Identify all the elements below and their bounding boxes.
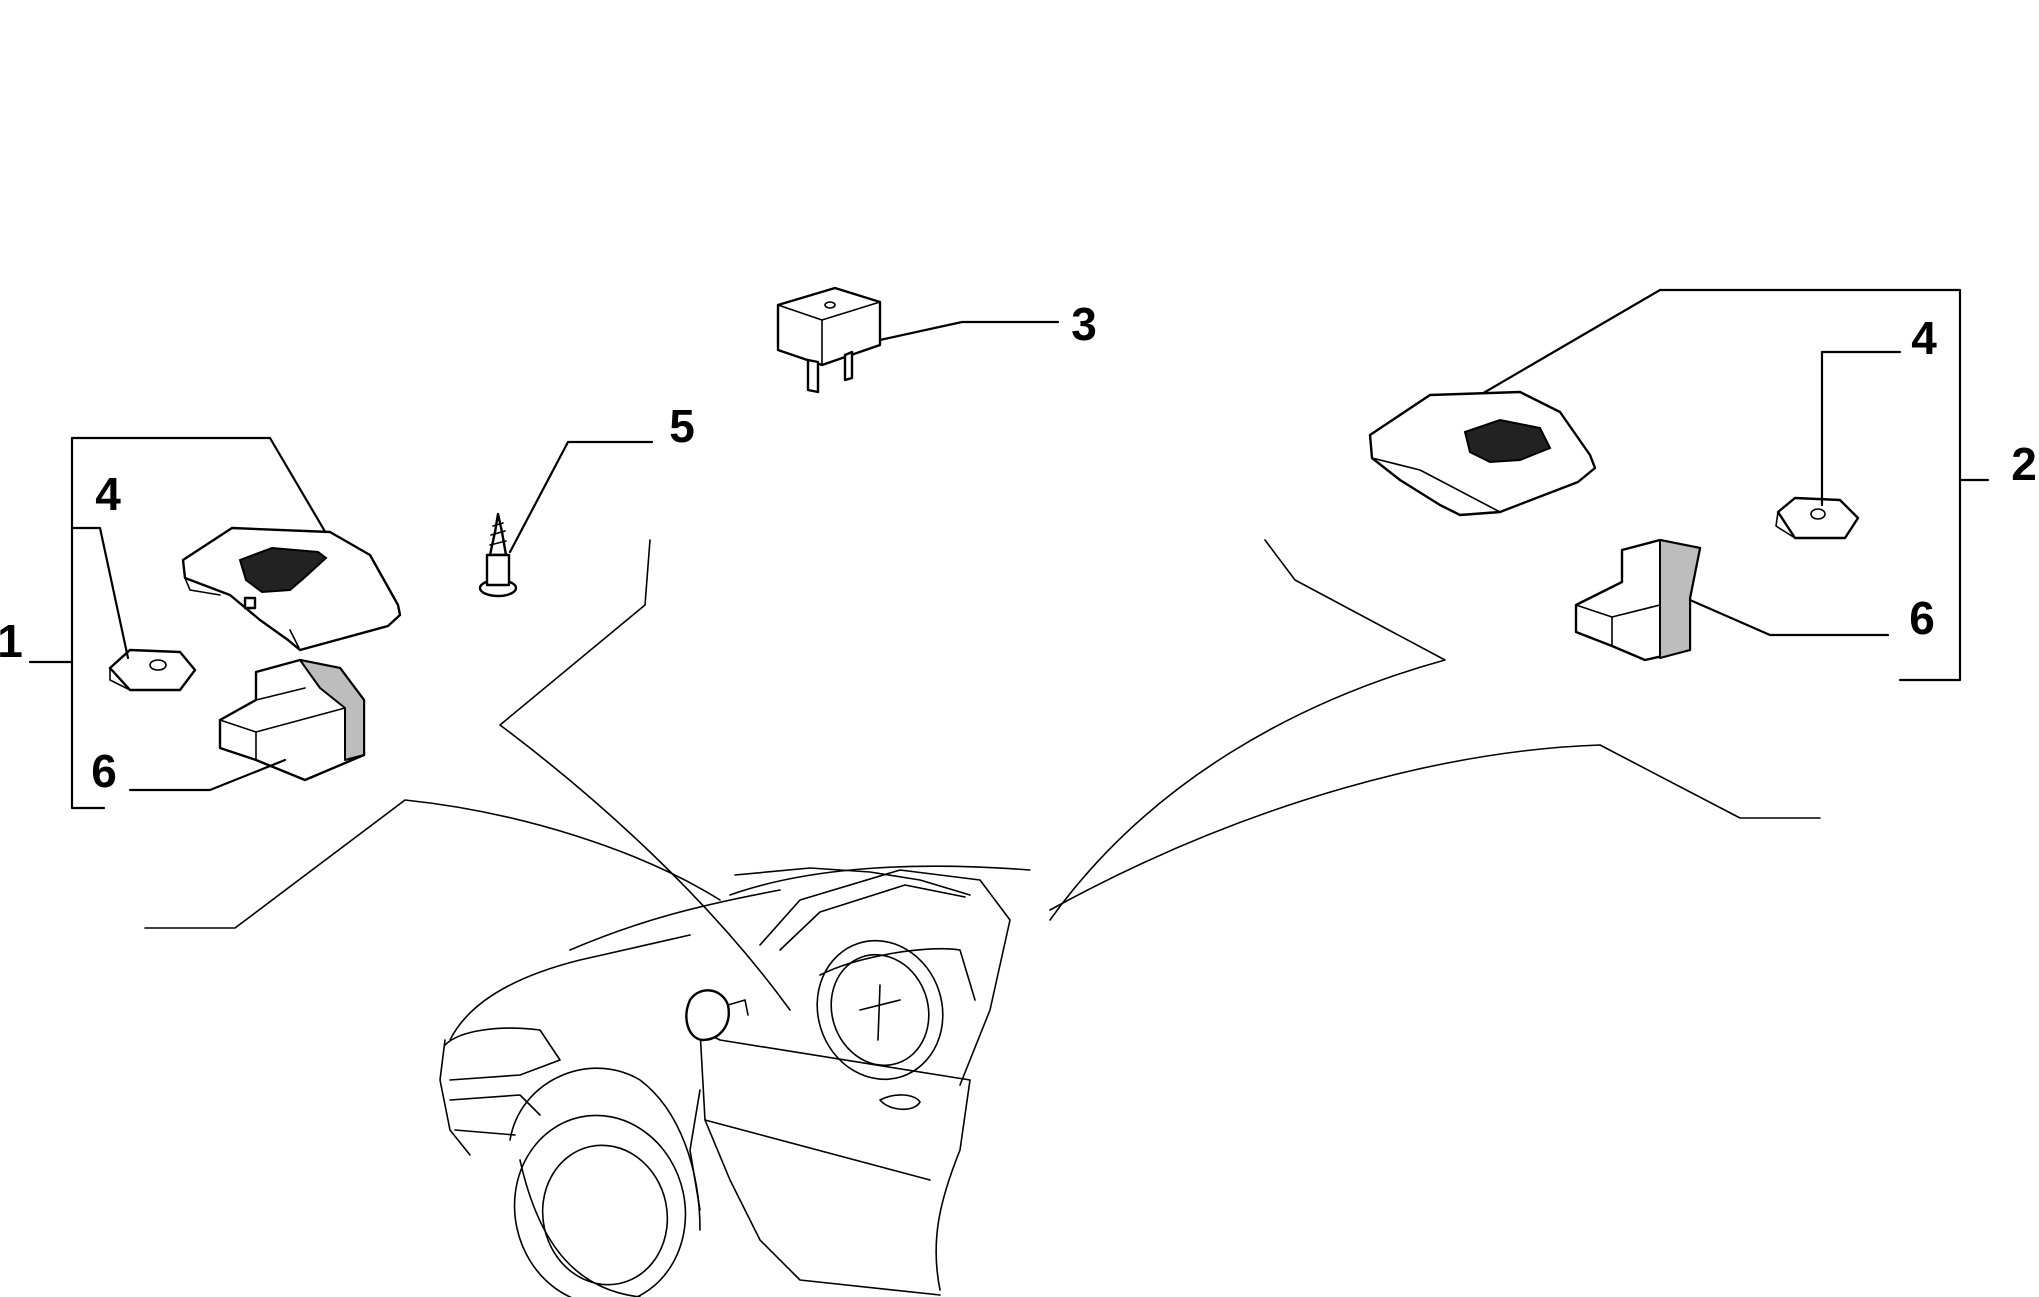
leader-line-6-right xyxy=(1688,598,1890,637)
callout-6-left: 6 xyxy=(91,745,117,797)
bracket-1 xyxy=(70,436,272,810)
bracket-4-left xyxy=(70,526,130,660)
left-clip xyxy=(108,648,197,692)
location-line-center-left xyxy=(499,539,791,1011)
location-line-center-right xyxy=(1049,539,1446,921)
bracket-4-right xyxy=(1820,350,1902,507)
callout-4-left: 4 xyxy=(95,468,121,520)
right-switch-body xyxy=(1574,538,1702,662)
leader-line-assembly-left xyxy=(268,436,332,542)
right-switch-cover xyxy=(1368,390,1597,517)
leader-line-5 xyxy=(508,440,654,554)
leader-line-6-left xyxy=(128,758,287,792)
leader-line-3 xyxy=(878,320,1060,342)
callout-3: 3 xyxy=(1071,298,1097,350)
left-switch-cover xyxy=(181,526,402,652)
location-line-right xyxy=(1049,744,1821,911)
left-switch-body xyxy=(218,658,366,782)
callout-2: 2 xyxy=(2011,438,2037,490)
bracket-2 xyxy=(1658,288,1962,682)
relay-part xyxy=(776,286,882,394)
callout-1: 1 xyxy=(0,615,23,667)
callout-6-right: 6 xyxy=(1909,592,1935,644)
callout-5: 5 xyxy=(669,400,695,452)
car-illustration xyxy=(439,865,1031,1297)
location-line-left xyxy=(144,799,721,929)
callout-4-right: 4 xyxy=(1911,312,1937,364)
leader-line-assembly-right xyxy=(1478,288,1662,397)
right-clip xyxy=(1775,496,1860,540)
screw-part xyxy=(478,512,518,598)
